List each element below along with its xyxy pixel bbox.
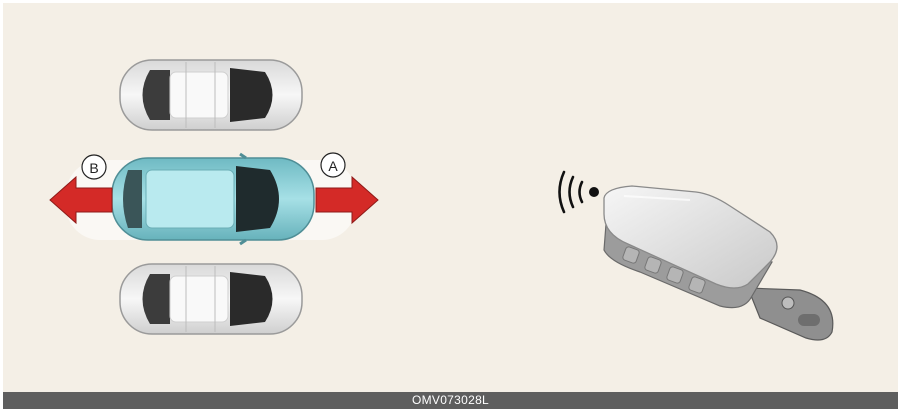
label-a: A [321, 153, 345, 177]
illustration: A B [0, 0, 901, 392]
parked-car-bottom [120, 264, 302, 334]
remote-key-icon [604, 186, 833, 340]
label-a-text: A [328, 158, 338, 174]
label-b-text: B [89, 160, 98, 176]
wireless-signal-icon [560, 172, 600, 212]
parked-car-top [120, 60, 302, 130]
highlighted-car [112, 154, 314, 244]
figure-code: OMV073028L [3, 392, 898, 409]
label-b: B [82, 155, 106, 179]
